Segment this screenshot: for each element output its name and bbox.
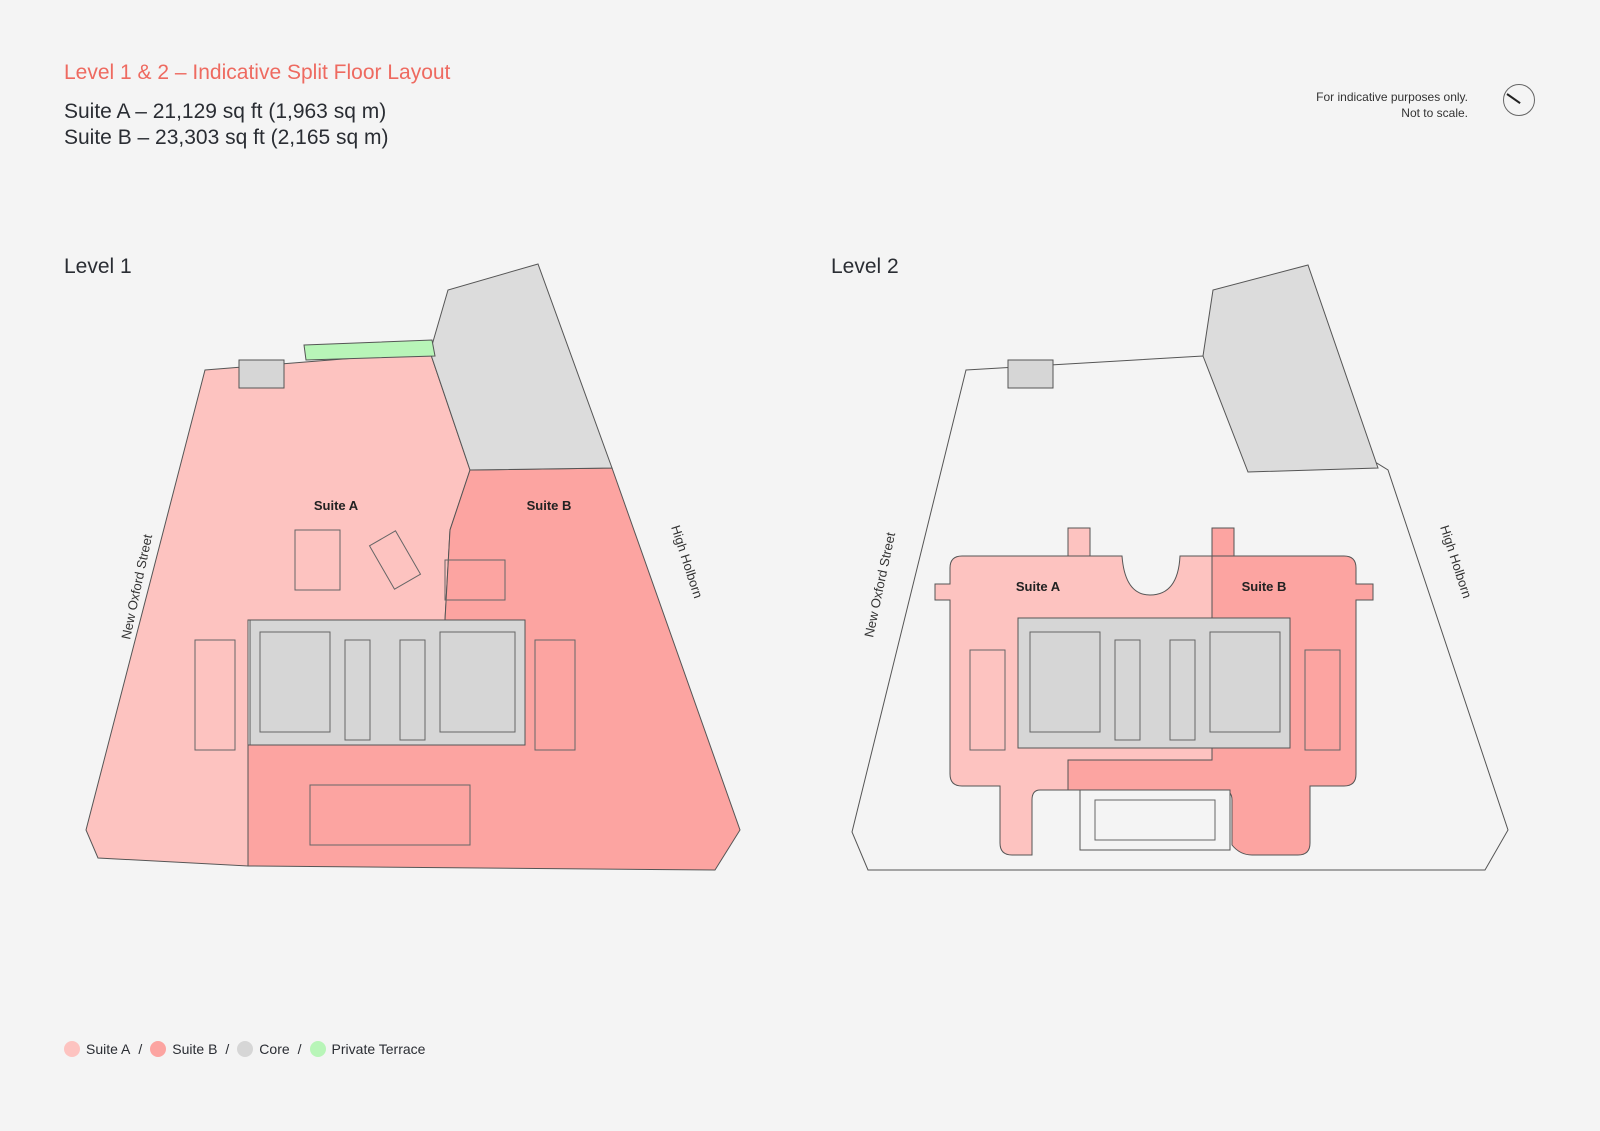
suite-a-label: Suite A [314,498,359,513]
legend: Suite A / Suite B / Core / Private Terra… [64,1041,425,1057]
suite-a-label: Suite A [1016,579,1061,594]
central-core [249,619,526,746]
core-building [1202,264,1379,473]
legend-suite-a: Suite A [86,1041,131,1057]
suite-b-area: Suite B – 23,303 sq ft (2,165 sq m) [64,126,389,149]
legend-separator: / [138,1041,143,1057]
disclaimer-line-1: For indicative purposes only. [1316,90,1468,104]
legend-core: Core [259,1041,290,1057]
core-building [429,263,613,471]
central-core [1017,617,1291,749]
terrace-swatch [309,1041,326,1057]
suite-b-label: Suite B [1242,579,1287,594]
level-1-plan: Suite A Suite B New Oxford Street High H… [85,263,741,871]
street-high-holborn: High Holborn [1437,523,1475,600]
suite-b-label: Suite B [527,498,572,513]
suite-b-zone[interactable] [247,467,741,871]
page-title: Level 1 & 2 – Indicative Split Floor Lay… [64,61,451,84]
legend-separator: / [225,1041,230,1057]
legend-separator: / [297,1041,302,1057]
street-high-holborn: High Holborn [668,523,706,600]
private-terrace[interactable] [303,339,436,361]
north-compass-icon [1503,84,1535,116]
street-new-oxford: New Oxford Street [861,531,898,639]
legend-suite-b: Suite B [172,1041,218,1057]
level-2-title: Level 2 [831,255,899,278]
stair-core [1007,359,1054,389]
disclaimer: For indicative purposes only. Not to sca… [1316,89,1468,121]
level-1-title: Level 1 [64,255,132,278]
level-2-plan: Suite A Suite B New Oxford Street High H… [851,264,1509,871]
legend-private-terrace: Private Terrace [331,1041,426,1057]
core-swatch [237,1041,254,1057]
suite-a-area: Suite A – 21,129 sq ft (1,963 sq m) [64,100,387,123]
disclaimer-line-2: Not to scale. [1401,106,1468,120]
suite-b-swatch [150,1041,167,1057]
stair-core [238,359,285,389]
suite-a-swatch [64,1041,80,1057]
